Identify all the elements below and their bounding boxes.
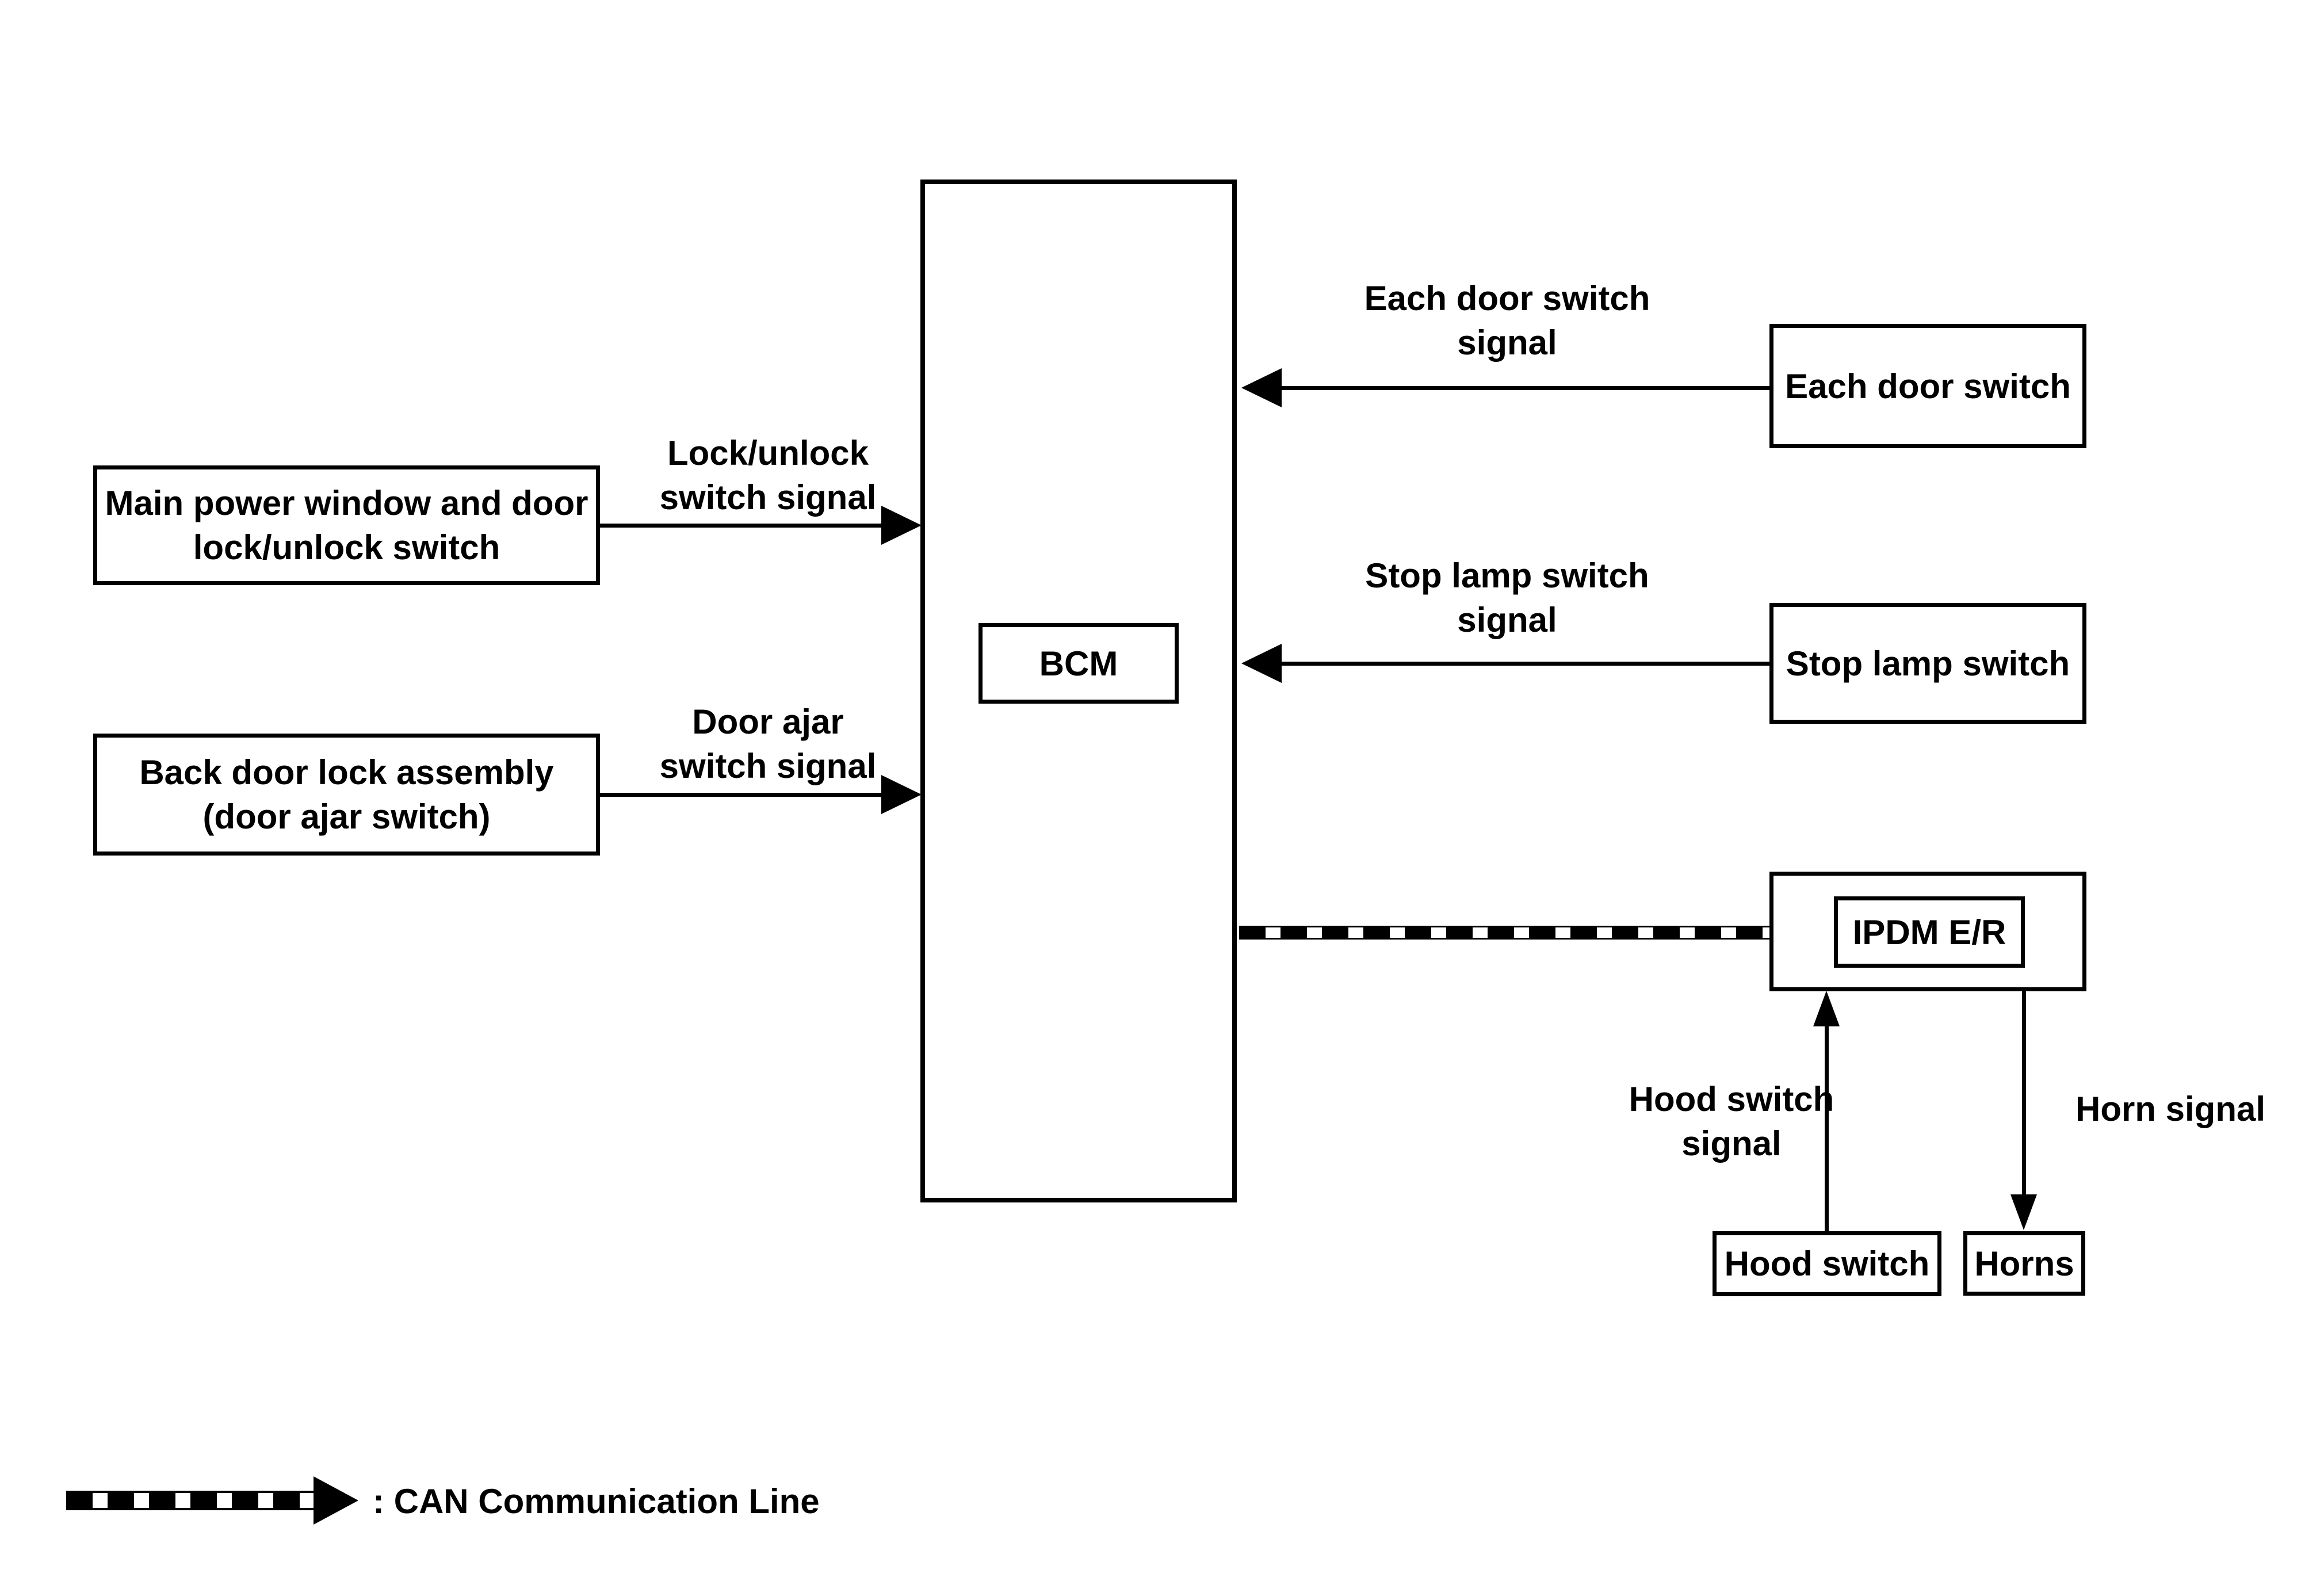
door-ajar-signal-label: Door ajar switch signal <box>660 700 877 788</box>
ipdm-er-label-box: IPDM E/R <box>1834 896 2025 968</box>
hood-switch-box: Hood switch <box>1713 1231 1941 1296</box>
stop-lamp-signal-line <box>1280 662 1769 666</box>
each-door-signal-line <box>1280 386 1769 390</box>
lock-unlock-signal-line1: Lock/unlock <box>667 434 869 472</box>
lock-unlock-arrowhead-icon <box>881 506 922 545</box>
hood-switch-signal-label: Hood switch signal <box>1629 1077 1834 1166</box>
main-power-window-label-line2: lock/unlock switch <box>193 528 500 567</box>
ipdm-er-label: IPDM E/R <box>1852 912 2006 952</box>
legend-can-label: : CAN Communication Line <box>373 1482 820 1521</box>
hood-switch-box-label: Hood switch <box>1724 1244 1930 1283</box>
door-ajar-signal-line <box>600 793 883 797</box>
horn-signal-text: Horn signal <box>2075 1090 2266 1128</box>
back-door-lock-label-line1: Back door lock assembly <box>139 753 554 792</box>
main-power-window-label-line1: Main power window and door <box>105 484 588 522</box>
hood-switch-arrowhead-icon <box>1813 991 1840 1026</box>
each-door-switch-box: Each door switch <box>1769 324 2086 448</box>
horns-box: Horns <box>1963 1231 2085 1296</box>
main-power-window-box: Main power window and door lock/unlock s… <box>93 465 600 585</box>
stop-lamp-arrowhead-icon <box>1241 644 1282 683</box>
horn-signal-line <box>2022 991 2026 1197</box>
can-line-dashes <box>1239 927 1769 938</box>
each-door-signal-label: Each door switch signal <box>1364 276 1650 365</box>
each-door-signal-line1: Each door switch <box>1364 279 1650 318</box>
each-door-switch-label: Each door switch <box>1785 366 2071 406</box>
bcm-label: BCM <box>1039 644 1118 683</box>
stop-lamp-signal-label: Stop lamp switch signal <box>1365 553 1649 642</box>
legend-can-line-sample <box>66 1491 314 1510</box>
hood-switch-signal-line <box>1825 1023 1829 1231</box>
horn-signal-label: Horn signal <box>2075 1087 2265 1131</box>
door-ajar-arrowhead-icon <box>881 775 922 814</box>
horns-box-label: Horns <box>1974 1244 2074 1283</box>
hood-switch-signal-line1: Hood switch <box>1629 1080 1834 1118</box>
bcm-label-box: BCM <box>978 623 1179 704</box>
hood-switch-signal-line2: signal <box>1681 1124 1782 1163</box>
lock-unlock-signal-label: Lock/unlock switch signal <box>660 431 877 520</box>
each-door-signal-line2: signal <box>1457 323 1557 362</box>
back-door-lock-label-line2: (door ajar switch) <box>202 797 491 836</box>
door-ajar-signal-line1: Door ajar <box>692 702 844 741</box>
stop-lamp-signal-line2: signal <box>1457 601 1557 639</box>
lock-unlock-signal-line <box>600 524 883 528</box>
stop-lamp-switch-box: Stop lamp switch <box>1769 603 2086 724</box>
back-door-lock-box: Back door lock assembly (door ajar switc… <box>93 734 600 856</box>
legend-can-line-dashes <box>66 1493 314 1508</box>
door-ajar-signal-line2: switch signal <box>659 747 877 785</box>
stop-lamp-switch-label: Stop lamp switch <box>1786 644 2070 683</box>
stop-lamp-signal-line1: Stop lamp switch <box>1365 556 1649 595</box>
can-communication-line <box>1239 926 1769 940</box>
lock-unlock-signal-line2: switch signal <box>659 478 877 517</box>
each-door-arrowhead-icon <box>1241 368 1282 407</box>
legend-arrowhead-icon <box>314 1476 358 1525</box>
horn-arrowhead-icon <box>2010 1194 2037 1230</box>
